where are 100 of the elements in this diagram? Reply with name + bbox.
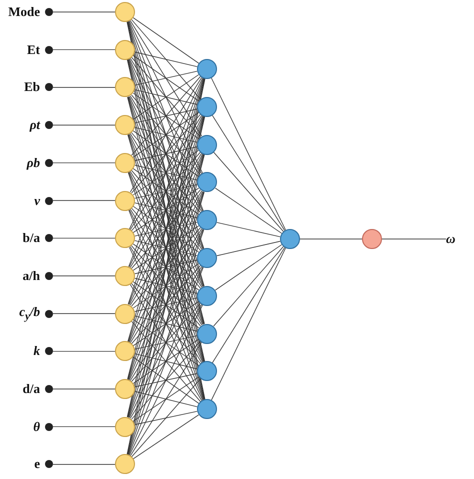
connection-line <box>132 55 200 102</box>
connection-line <box>134 70 198 86</box>
connection-line <box>134 164 198 180</box>
connection-line <box>211 248 286 401</box>
input-label: e <box>34 456 40 472</box>
connection-line <box>134 52 198 68</box>
hidden-neuron-circle <box>197 210 217 230</box>
input-label: θ <box>33 418 40 435</box>
connection-line <box>131 208 201 289</box>
connection-line <box>213 246 284 326</box>
connection-line <box>52 313 116 314</box>
connection-line <box>130 266 202 381</box>
input-neuron-circle <box>115 40 135 60</box>
connection-line <box>128 154 204 380</box>
connection-line <box>130 114 202 230</box>
connection-line <box>128 134 204 288</box>
input-label: ν <box>34 192 40 208</box>
output-neuron-circle <box>362 229 382 249</box>
connection-line <box>132 74 200 120</box>
connection-line <box>130 208 202 326</box>
connection-line <box>129 304 203 456</box>
connection-line <box>131 152 201 232</box>
input-neuron-circle <box>115 152 135 173</box>
connection-line <box>132 225 200 271</box>
connection-line <box>52 426 116 428</box>
input-label: Mode <box>8 4 40 20</box>
connection-line <box>211 78 286 230</box>
connection-line <box>216 240 281 256</box>
connection-line <box>131 19 201 100</box>
connection-line <box>134 353 198 370</box>
connection-line <box>128 116 204 305</box>
connection-line <box>130 96 202 212</box>
connection-line <box>130 304 202 419</box>
connection-line <box>129 266 203 418</box>
connection-line <box>134 316 198 332</box>
output-label: ω <box>446 231 456 247</box>
connection-line <box>134 127 198 143</box>
connection-line <box>134 278 198 294</box>
connection-line <box>128 96 204 250</box>
hidden-neuron-circle <box>197 96 217 117</box>
input-neuron-circle <box>115 2 135 22</box>
connection-line <box>128 209 204 363</box>
connection-line <box>128 116 204 342</box>
input-label: c$_{y}$/b <box>19 304 40 323</box>
connection-line <box>131 340 201 420</box>
connection-line <box>128 246 204 401</box>
connection-line <box>130 284 202 402</box>
input-neuron-circle <box>115 454 135 474</box>
hidden-neuron-circle <box>197 324 217 344</box>
connection-line <box>132 168 200 215</box>
connection-line <box>131 265 201 344</box>
connection-line <box>214 188 282 234</box>
connection-line <box>132 281 200 328</box>
connection-line <box>130 77 202 192</box>
connection-line <box>132 244 200 290</box>
connection-line <box>130 58 202 174</box>
connection-line <box>128 191 204 380</box>
connection-line <box>212 114 286 231</box>
connection-line <box>128 78 204 267</box>
input-neuron-circle <box>115 416 135 437</box>
connection-line <box>128 209 204 400</box>
input-neuron-circle <box>115 266 135 286</box>
connection-line <box>134 108 198 124</box>
connection-line <box>130 152 202 268</box>
connection-line <box>132 206 200 253</box>
connection-line <box>134 260 198 274</box>
connection-line <box>128 171 204 325</box>
connection-line <box>131 170 201 251</box>
connection-line <box>382 238 446 240</box>
connection-line <box>129 228 203 380</box>
connection-line <box>131 378 201 458</box>
connection-line <box>52 87 116 88</box>
hidden-neuron-circle <box>197 248 217 268</box>
hidden-neuron-circle <box>197 286 217 306</box>
connection-line <box>214 244 282 290</box>
connection-line <box>128 21 204 249</box>
connection-line <box>213 152 284 232</box>
connection-line <box>131 132 201 213</box>
connection-line <box>132 338 200 384</box>
connection-line <box>132 301 200 346</box>
hidden-neuron-circle <box>280 229 300 249</box>
connection-line <box>132 112 200 158</box>
connection-line <box>131 320 201 402</box>
connection-line <box>128 154 204 342</box>
connection-line <box>130 246 202 364</box>
input-neuron-circle <box>115 304 135 324</box>
connection-line <box>128 58 204 287</box>
connection-line <box>128 20 204 212</box>
connection-line <box>130 342 202 456</box>
input-label: d/a <box>22 381 40 397</box>
connection-line <box>131 302 201 382</box>
connection-line <box>134 146 198 161</box>
connection-line <box>134 391 198 408</box>
connection-line <box>130 228 202 344</box>
connection-line <box>134 184 198 199</box>
connection-line <box>131 227 201 306</box>
connection-line <box>132 263 200 308</box>
connection-line <box>52 388 116 390</box>
input-label: b/a <box>22 230 40 246</box>
connection-line <box>130 170 202 288</box>
